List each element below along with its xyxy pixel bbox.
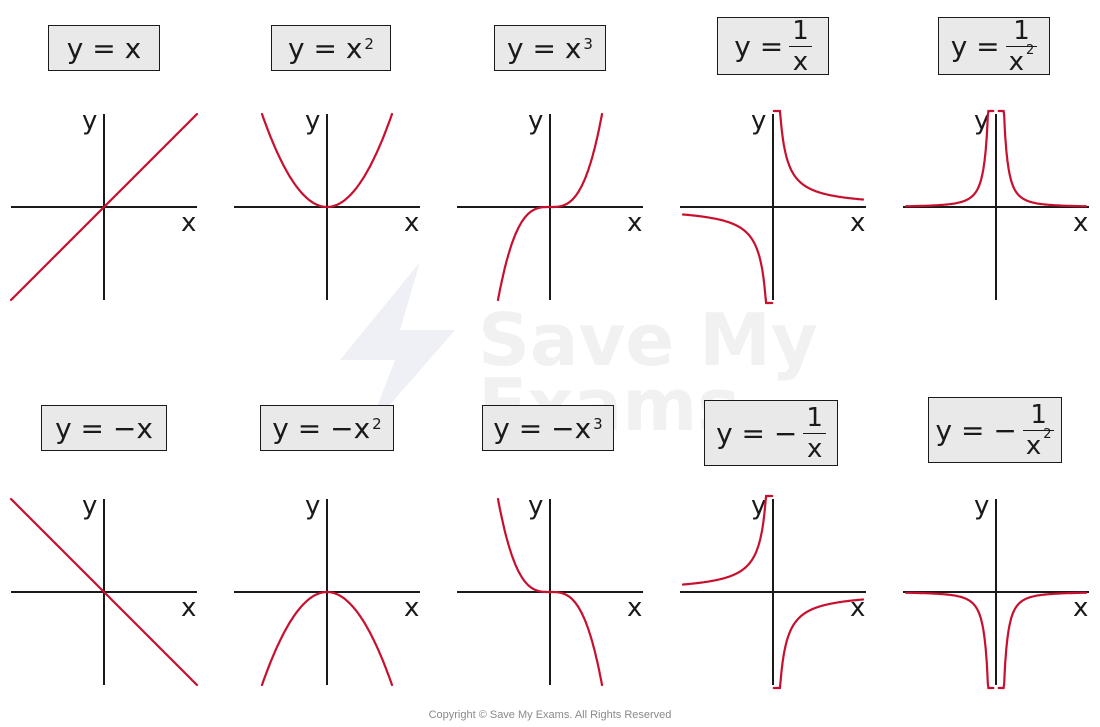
x-axis-label: x [627,593,642,623]
x-axis-label: x [1073,593,1088,623]
x-axis-label: x [404,593,419,623]
x-axis-label: x [181,208,196,238]
x-axis-label: x [1073,208,1088,238]
watermark-bolt-icon [340,262,455,430]
graph-g1: xy [9,106,199,302]
curve-g3 [496,112,604,302]
graph-g4: xy [680,106,866,305]
y-axis-label: y [751,491,766,521]
graph-g5: xy [903,106,1089,300]
equation-label-g6: y = −x [41,405,167,451]
x-axis-label: x [850,208,865,238]
y-axis-label: y [82,106,97,136]
curve-g10 [904,591,1088,690]
graph-g7: xy [234,491,420,687]
y-axis-label: y [305,491,320,521]
graph-g10: xy [903,491,1089,690]
x-axis-label: x [181,593,196,623]
x-axis-label: x [850,593,865,623]
y-axis-label: y [528,491,543,521]
curve-g1 [9,112,199,302]
curve-g6 [9,497,199,687]
y-axis-label: y [528,106,543,136]
curve-g9 [681,494,865,690]
graph-g8: xy [457,491,643,687]
y-axis-label: y [974,106,989,136]
y-axis-label: y [974,491,989,521]
copyright-notice: Copyright © Save My Exams. All Rights Re… [428,709,672,721]
graph-g3: xy [457,106,643,302]
curve-g4 [681,109,865,305]
graph-g6: xy [9,491,199,687]
x-axis-label: x [404,208,419,238]
graph-g9: xy [680,491,866,690]
y-axis-label: y [751,106,766,136]
curve-g2 [260,112,394,209]
curve-g7 [260,590,394,687]
x-axis-label: x [627,208,642,238]
equation-label-g1: y = x [48,25,160,71]
y-axis-label: y [82,491,97,521]
y-axis-label: y [305,106,320,136]
graph-g2: xy [234,106,420,300]
curve-g8 [496,497,604,687]
watermark-line-1: Save My [478,298,818,382]
curve-g5 [904,109,1088,208]
